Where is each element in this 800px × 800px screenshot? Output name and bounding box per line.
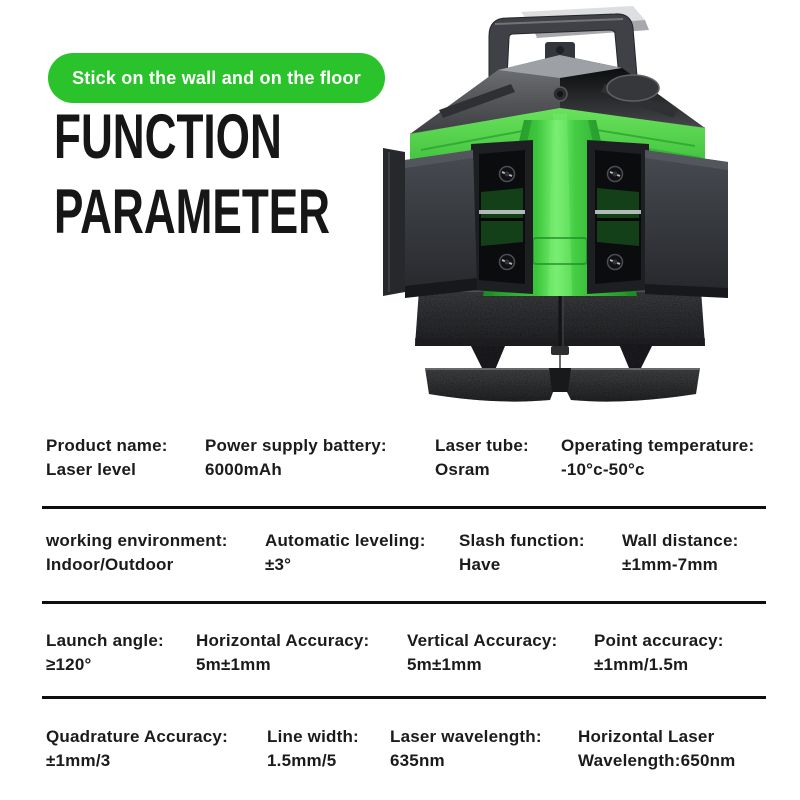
page-title-line1: FUNCTION [54, 102, 282, 172]
spec-row-4: Quadrature Accuracy: ±1mm/3 Line width: … [0, 727, 800, 787]
spec-value: Osram [435, 460, 490, 479]
product-photo [383, 2, 733, 408]
spec-value: ±1mm/1.5m [594, 655, 689, 674]
spec-cell: Power supply battery: 6000mAh [205, 436, 387, 480]
spec-row-3: Launch angle: ≥120° Horizontal Accuracy:… [0, 631, 800, 691]
spec-cell: Product name: Laser level [46, 436, 168, 480]
spec-cell: Slash function: Have [459, 531, 585, 575]
spec-cell: Quadrature Accuracy: ±1mm/3 [46, 727, 228, 771]
spec-label: Automatic leveling: [265, 531, 426, 550]
laser-level-illustration [383, 6, 728, 402]
page-title-line2: PARAMETER [54, 177, 331, 247]
spec-value: ±3° [265, 555, 292, 574]
spec-value: 635nm [390, 751, 445, 770]
spec-label: Quadrature Accuracy: [46, 727, 228, 746]
spec-cell: working environment: Indoor/Outdoor [46, 531, 228, 575]
spec-label: Vertical Accuracy: [407, 631, 558, 650]
spec-label: Power supply battery: [205, 436, 387, 455]
spec-value: 6000mAh [205, 460, 282, 479]
spec-label: Operating temperature: [561, 436, 755, 455]
spec-label: Laser tube: [435, 436, 529, 455]
spec-cell: Line width: 1.5mm/5 [267, 727, 359, 771]
spec-label: Horizontal Laser [578, 727, 715, 746]
spec-value: ±1mm-7mm [622, 555, 718, 574]
divider-line [42, 601, 766, 604]
spec-cell: Horizontal Accuracy: 5m±1mm [196, 631, 369, 675]
spec-label: Slash function: [459, 531, 585, 550]
spec-cell: Launch angle: ≥120° [46, 631, 164, 675]
spec-cell: Horizontal Laser Wavelength:650nm [578, 727, 736, 771]
spec-label: Wall distance: [622, 531, 739, 550]
spec-value: 1.5mm/5 [267, 751, 337, 770]
spec-value: Wavelength:650nm [578, 751, 736, 770]
spec-cell: Vertical Accuracy: 5m±1mm [407, 631, 557, 675]
spec-row-2: working environment: Indoor/Outdoor Auto… [0, 531, 800, 591]
spec-label: Point accuracy: [594, 631, 724, 650]
spec-label: Laser wavelength: [390, 727, 542, 746]
spec-value: Indoor/Outdoor [46, 555, 174, 574]
spec-value: Have [459, 555, 501, 574]
screw-icon [498, 165, 624, 271]
spec-label: Line width: [267, 727, 359, 746]
spec-value: Laser level [46, 460, 137, 479]
badge-pill: Stick on the wall and on the floor [48, 53, 385, 103]
spec-cell: Wall distance: ±1mm-7mm [622, 531, 738, 575]
spec-label: working environment: [46, 531, 228, 550]
spec-value: ≥120° [46, 655, 92, 674]
spec-cell: Operating temperature: -10°c-50°c [561, 436, 754, 480]
spec-value: 5m±1mm [407, 655, 482, 674]
spec-cell: Point accuracy: ±1mm/1.5m [594, 631, 724, 675]
spec-row-1: Product name: Laser level Power supply b… [0, 436, 800, 496]
spec-cell: Automatic leveling: ±3° [265, 531, 426, 575]
spec-value: ±1mm/3 [46, 751, 111, 770]
spec-cell: Laser tube: Osram [435, 436, 529, 480]
spec-label: Horizontal Accuracy: [196, 631, 370, 650]
badge-label: Stick on the wall and on the floor [72, 67, 361, 88]
divider-line [42, 696, 766, 699]
spec-label: Product name: [46, 436, 168, 455]
divider-line [42, 506, 766, 509]
spec-label: Launch angle: [46, 631, 164, 650]
spec-cell: Laser wavelength: 635nm [390, 727, 542, 771]
spec-value: -10°c-50°c [561, 460, 645, 479]
spec-value: 5m±1mm [196, 655, 271, 674]
